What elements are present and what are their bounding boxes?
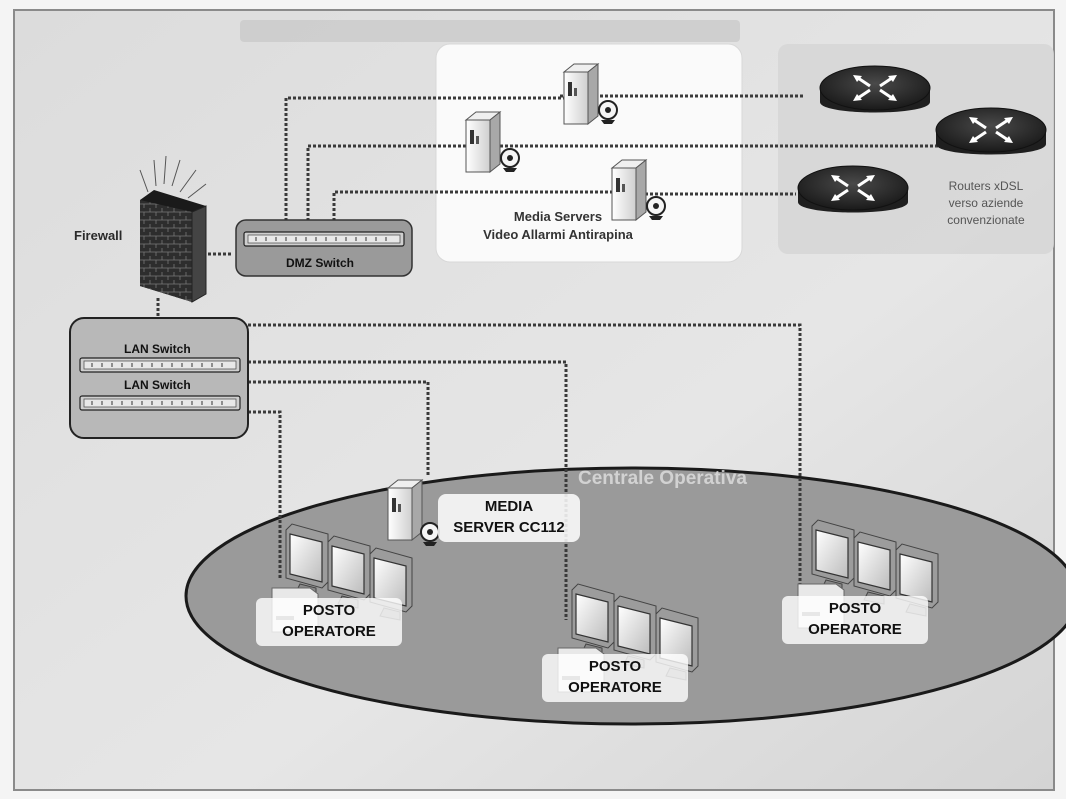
posto-operatore-right-line2: OPERATORE [782,619,928,640]
server-icon [466,112,500,172]
dmz-switch-label: DMZ Switch [286,256,354,270]
media-server-cc112-label-line1: MEDIA [438,496,580,517]
routers-label-line2: verso aziende [918,195,1054,212]
switch-icon [80,396,240,410]
router-icon [820,66,930,113]
routers-label-line3: convenzionate [918,212,1054,229]
switch-icon [80,358,240,372]
camera-icon [501,149,519,172]
lan-switch-label-2: LAN Switch [124,378,191,392]
switch-icon [244,232,404,246]
firewall-label: Firewall [74,228,122,243]
media-servers-label: Media Servers Video Allarmi Antirapina [458,208,658,244]
centrale-operativa-label: Centrale Operativa [578,468,747,490]
router-icon [798,166,908,213]
posto-operatore-left-label: POSTO OPERATORE [256,600,402,642]
lan-switch-label-1: LAN Switch [124,342,191,356]
header-blur [240,20,740,42]
media-servers-label-line1: Media Servers [458,208,658,226]
posto-operatore-center-label: POSTO OPERATORE [542,656,688,698]
media-servers-label-line2: Video Allarmi Antirapina [458,226,658,244]
camera-icon [599,101,617,124]
media-server-cc112-label-line2: SERVER CC112 [438,517,580,538]
media-server-cc112-label: MEDIA SERVER CC112 [438,496,580,538]
posto-operatore-center-line1: POSTO [542,656,688,677]
router-icon [936,108,1046,155]
server-icon [564,64,598,124]
server-icon [388,480,422,540]
routers-label-line1: Routers xDSL [918,178,1054,195]
posto-operatore-left-line2: OPERATORE [256,621,402,642]
posto-operatore-right-line1: POSTO [782,598,928,619]
posto-operatore-left-line1: POSTO [256,600,402,621]
routers-label: Routers xDSL verso aziende convenzionate [918,178,1054,229]
posto-operatore-center-line2: OPERATORE [542,677,688,698]
posto-operatore-right-label: POSTO OPERATORE [782,598,928,640]
camera-icon [421,523,439,546]
